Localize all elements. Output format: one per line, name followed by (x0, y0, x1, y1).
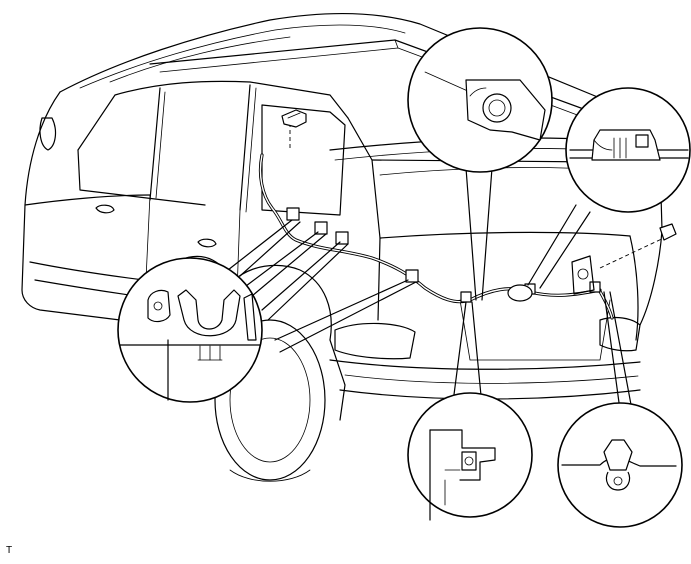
callout-clamp-top (407, 27, 553, 173)
washer-nozzle (507, 255, 595, 302)
callout-pushclip-bottom (557, 402, 683, 528)
callout-clip-bottom (407, 392, 533, 521)
hose-clamps (286, 207, 601, 303)
figure-code-label: T (6, 545, 13, 556)
callout-leaders (227, 167, 633, 411)
callout-nozzle-detail (565, 87, 691, 213)
callout-clamps-left (117, 257, 263, 403)
roof-clip (281, 109, 307, 128)
grommet (659, 223, 677, 241)
